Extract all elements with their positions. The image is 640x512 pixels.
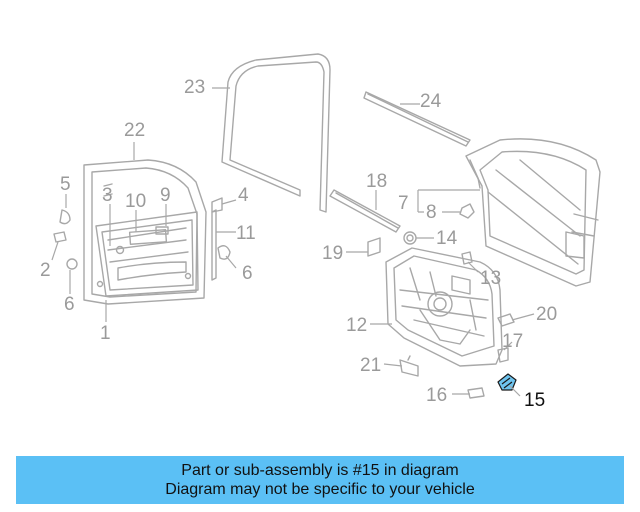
callout-16: 16 (426, 385, 448, 406)
callout-11: 11 (236, 223, 256, 244)
callout-21: 21 (360, 355, 382, 376)
callout-6a: 6 (64, 294, 75, 315)
callout-12: 12 (346, 315, 368, 336)
callout-15: 15 (524, 390, 546, 411)
part-23-weatherstrip (221, 53, 331, 213)
banner-line-part: Part or sub-assembly is #15 in diagram (181, 462, 459, 479)
leader-lines (51, 87, 535, 397)
part-14-grommet (403, 231, 417, 245)
callout-3: 3 (102, 185, 113, 206)
callout-23: 23 (184, 77, 206, 98)
callout-17: 17 (502, 331, 524, 352)
callout-1: 1 (100, 323, 111, 344)
banner-line-disclaimer: Diagram may not be specific to your vehi… (165, 481, 475, 498)
part-6b-plug (217, 245, 231, 260)
part-11-channel (211, 209, 217, 281)
part-5-clip (59, 209, 71, 225)
parts-diagram (51, 53, 601, 399)
part-7-door-frame (465, 138, 601, 287)
callout-6b: 6 (242, 263, 253, 284)
part-21-bracket (399, 355, 419, 377)
part-15-highlighted (497, 373, 517, 391)
callout-9: 9 (160, 185, 171, 206)
part-4-bracket (211, 197, 223, 213)
callout-13: 13 (480, 268, 502, 289)
part-12-trim-panel (385, 247, 503, 367)
part-8-clip (459, 203, 475, 219)
callout-10: 10 (125, 191, 147, 212)
callout-14: 14 (436, 228, 458, 249)
part-20-clip (497, 313, 515, 327)
part-19-bracket (367, 237, 381, 257)
callout-20: 20 (536, 304, 558, 325)
part-16-clip (467, 387, 485, 399)
callout-24: 24 (420, 91, 442, 112)
callout-5: 5 (60, 174, 71, 195)
part-6a-plug (66, 258, 78, 270)
callout-22: 22 (124, 120, 146, 141)
part-2-clip (53, 231, 67, 243)
info-banner: Part or sub-assembly is #15 in diagram D… (16, 456, 624, 504)
callout-2: 2 (40, 260, 51, 281)
callout-19: 19 (322, 243, 344, 264)
part-22-door-shell (83, 159, 207, 305)
part-13-clip (461, 251, 473, 265)
callout-4: 4 (238, 185, 249, 206)
callout-18: 18 (366, 171, 388, 192)
part-18-belt-molding (329, 189, 401, 233)
callout-7: 7 (398, 193, 409, 214)
callout-8: 8 (426, 202, 437, 223)
part-24-molding (363, 91, 471, 147)
